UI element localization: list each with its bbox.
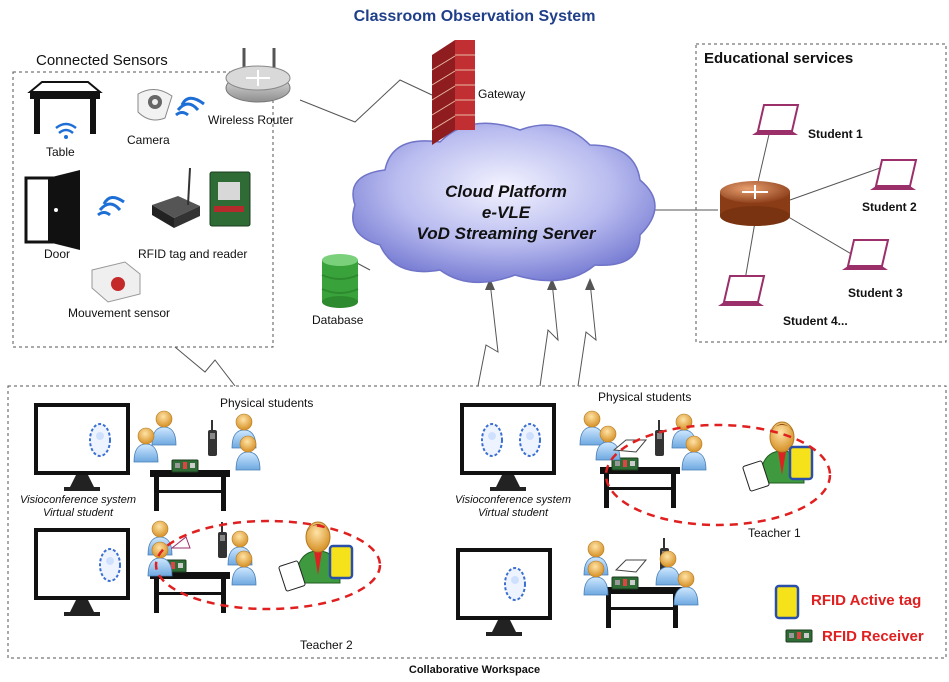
table-icon	[27, 81, 103, 139]
wireless-router-icon	[225, 48, 291, 103]
visio-line-2: Virtual student	[477, 507, 549, 519]
physical-students-label-left: Physical students	[220, 396, 314, 410]
legend-receiver-mark	[785, 629, 813, 643]
rfid-reader-icon	[152, 167, 200, 228]
cloud-line-3: VoD Streaming Server	[416, 224, 596, 243]
student-2-label: Student 2	[862, 200, 917, 214]
services-router-icon	[720, 181, 790, 226]
educational-services-heading: Educational services	[704, 50, 854, 67]
wireless-router-label: Wireless Router	[208, 113, 294, 127]
monitor-icon	[34, 403, 130, 493]
physical-students-label-right: Physical students	[598, 390, 692, 404]
laptop-icon-4	[717, 275, 765, 307]
teacher-2-label: Teacher 2	[300, 638, 353, 652]
teacher-1-label: Teacher 1	[748, 526, 801, 540]
student-3-label: Student 3	[848, 286, 903, 300]
visio-label-right: Visioconference system Virtual student	[438, 494, 588, 520]
page-title: Classroom Observation System	[353, 8, 596, 25]
database-label: Database	[312, 313, 364, 327]
database-icon	[321, 254, 359, 308]
laptop-icon-3	[841, 239, 889, 271]
gateway-label: Gateway	[478, 87, 526, 101]
rfid-tag-icon	[209, 171, 251, 227]
movement-sensor-icon	[91, 261, 141, 303]
legend-active-tag-mark	[774, 584, 800, 620]
visio-line-1: Visioconference system	[455, 494, 571, 506]
visio-line-1: Visioconference system	[20, 494, 136, 506]
door-icon	[24, 170, 125, 250]
legend-receiver-label: RFID Receiver	[822, 628, 924, 645]
door-label: Door	[44, 247, 71, 261]
cloud-platform-label: Cloud Platform e-VLE VoD Streaming Serve…	[396, 181, 616, 244]
camera-label: Camera	[127, 133, 170, 147]
collaborative-workspace-label: Collaborative Workspace	[408, 664, 541, 676]
cloud-line-1: Cloud Platform	[445, 182, 567, 201]
visio-line-2: Virtual student	[42, 507, 114, 519]
connected-sensors-heading: Connected Sensors	[36, 52, 168, 69]
laptop-icon-2	[869, 159, 917, 191]
rfid-label: RFID tag and reader	[138, 247, 248, 261]
camera-icon	[137, 89, 205, 121]
visio-label-left: Visioconference system Virtual student	[8, 494, 148, 520]
table-label: Table	[46, 145, 75, 159]
laptop-icon-1	[751, 104, 799, 136]
cloud-line-2: e-VLE	[481, 203, 531, 222]
gateway-icon	[431, 40, 475, 145]
movement-sensor-label: Mouvement sensor	[68, 306, 171, 320]
cloud-shape	[352, 122, 656, 284]
legend-active-tag-label: RFID Active tag	[811, 592, 922, 609]
desk-icon	[150, 470, 230, 511]
student-4-label: Student 4...	[783, 314, 848, 328]
student-1-label: Student 1	[808, 127, 863, 141]
